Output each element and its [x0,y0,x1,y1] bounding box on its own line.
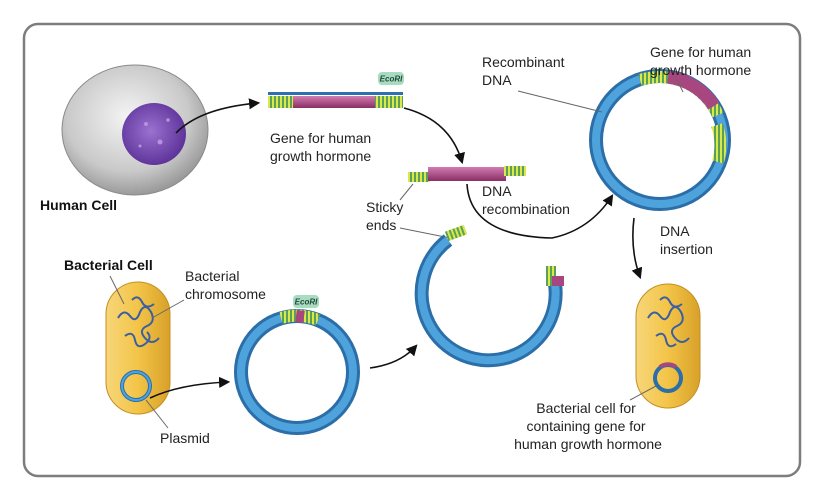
leader-gene-ring [675,77,684,93]
arrow-recombination [466,183,614,239]
arrow-dna-insertion [631,217,643,280]
recombinant-dna-ring [589,69,731,211]
diagram-frame [22,22,802,478]
arrow-plasmid-to-open [369,344,418,369]
enzyme-tag-top: EcoRI [378,72,404,85]
bacterial-cell-label: Bacterial Cell [64,257,153,273]
open-plasmid [414,224,564,368]
bacterial-cell [105,281,171,415]
sticky-ends-label: Sticky ends [366,199,407,233]
leader-recombinant [517,90,603,113]
enzyme-tag-top-text: EcoRI [380,75,403,84]
final-bacterial-cell [635,283,701,409]
gene-fragment-top [268,92,403,108]
leader-bacterial-cell [109,275,125,305]
recombinant-dna-label: Recombinant DNA [482,54,568,88]
cell-nucleus [122,103,186,165]
leader-chromosome [151,299,185,319]
arrow-bacteria-to-plasmid [149,376,231,399]
plasmid-label: Plasmid [160,430,210,446]
leader-plasmid [145,399,169,429]
arrow-gene-to-cut [403,107,465,165]
plasmid-ring [234,309,360,435]
enzyme-tag-bottom-text: EcoRI [295,298,318,307]
final-cell-label: Bacterial cell for containing gene for h… [514,400,662,452]
dna-recombination-label: DNA recombination [482,183,570,217]
leader-sticky-top [399,183,414,201]
final-chromosome [647,296,690,348]
human-cell-label: Human Cell [40,197,117,213]
gene-fragment-cut [408,166,526,182]
bacterial-chromosome [117,296,160,348]
bacterial-chromosome-label: Bacterial chromosome [185,268,266,302]
enzyme-tag-bottom: EcoRI [293,295,319,308]
dna-insertion-label: DNA insertion [660,223,713,257]
gene-ring-label: Gene for human growth hormone [650,44,755,78]
leader-final-cell [629,385,657,401]
human-cell [61,64,209,196]
gene-top-label: Gene for human growth hormone [270,130,375,164]
arrow-nucleus-to-gene [175,98,261,134]
